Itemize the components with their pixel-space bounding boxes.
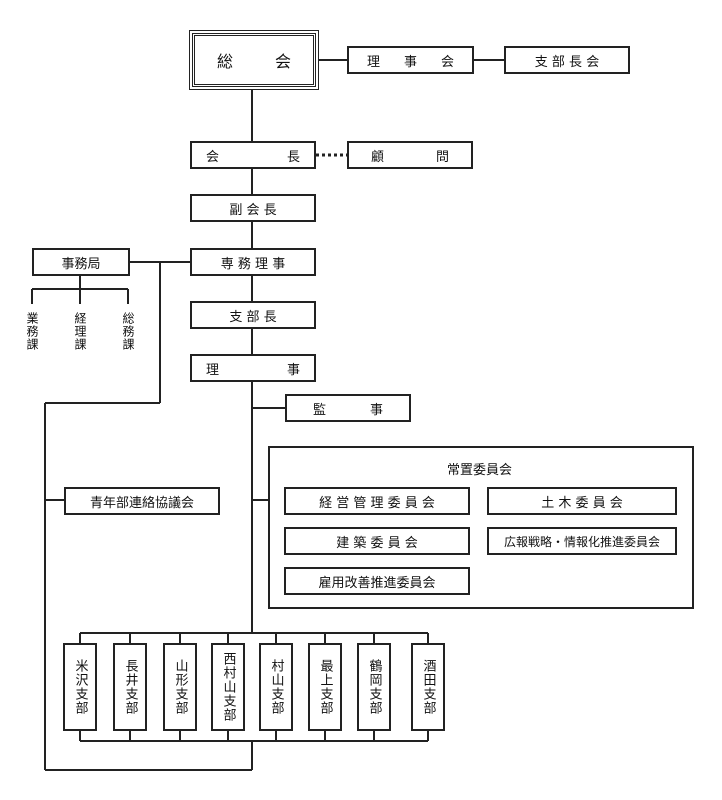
secretariat-box: 事務局	[32, 248, 130, 276]
committee-pr-strategy: 広報戦略・情報化推進委員会	[487, 527, 677, 555]
president-label-right: 長	[286, 149, 300, 165]
branch-chiefs-meeting-label: 支 部 長 会	[534, 54, 600, 70]
vice-president-box: 副 会 長	[190, 194, 316, 222]
branch-mogami: 最上支部	[308, 643, 342, 731]
board-box: 理 事 会	[347, 46, 474, 74]
youth-council-label: 青年部連絡協議会	[89, 495, 194, 511]
director-label-left: 理	[206, 362, 220, 378]
director-label-right: 事	[286, 362, 300, 378]
general-meeting-label-right: 会	[274, 52, 291, 71]
branch-chiefs-meeting-box: 支 部 長 会	[504, 46, 630, 74]
branch-murayama: 村山支部	[259, 643, 293, 731]
branch-nagai: 長井支部	[113, 643, 147, 731]
branch-chief-label: 支 部 長	[229, 309, 277, 325]
standing-committees-title: 常置委員会	[447, 463, 513, 478]
committee-civil-engineering-label: 土 木 委 員 会	[541, 495, 623, 511]
committee-employment: 雇用改善推進委員会	[284, 567, 470, 595]
branch-yamagata: 山形支部	[163, 643, 197, 731]
committee-architecture-label: 建 築 委 員 会	[336, 535, 418, 551]
advisor-box: 顧 問	[347, 141, 473, 169]
vice-president-label: 副 会 長	[229, 202, 277, 218]
advisor-label-left: 顧	[371, 149, 385, 165]
branch-yonezawa: 米沢支部	[63, 643, 97, 731]
committee-management: 経 営 管 理 委 員 会	[284, 487, 470, 515]
branch-sakata: 酒田支部	[411, 643, 445, 731]
president-box: 会 長	[190, 141, 316, 169]
auditor-label-right: 事	[369, 402, 383, 418]
president-label-left: 会	[206, 149, 220, 165]
auditor-box: 監 事	[285, 394, 411, 422]
committee-pr-strategy-label: 広報戦略・情報化推進委員会	[503, 534, 660, 549]
youth-council-box: 青年部連絡協議会	[64, 487, 220, 515]
standing-committees-frame	[268, 446, 694, 609]
section-operations: 業務課	[25, 312, 39, 351]
director-box: 理 事	[190, 354, 316, 382]
board-label-1: 理	[367, 54, 381, 70]
branch-nishimurayama: 西村山支部	[211, 643, 245, 731]
branch-chief-box: 支 部 長	[190, 301, 316, 329]
section-general-affairs: 総務課	[121, 312, 135, 351]
section-accounting: 経理課	[73, 312, 87, 351]
board-label-3: 会	[440, 54, 454, 70]
secretariat-label: 事務局	[61, 256, 101, 272]
committee-management-label: 経 営 管 理 委 員 会	[319, 495, 435, 511]
executive-director-box: 専 務 理 事	[190, 248, 316, 276]
auditor-label-left: 監	[313, 402, 327, 418]
committee-employment-label: 雇用改善推進委員会	[318, 575, 436, 591]
general-meeting-label-left: 総	[217, 52, 234, 71]
advisor-label-right: 問	[435, 149, 449, 165]
general-meeting-box: 総 会	[192, 33, 316, 87]
committee-civil-engineering: 土 木 委 員 会	[487, 487, 677, 515]
board-label-2: 事	[403, 54, 417, 70]
committee-architecture: 建 築 委 員 会	[284, 527, 470, 555]
branch-tsuruoka: 鶴岡支部	[357, 643, 391, 731]
executive-director-label: 専 務 理 事	[220, 256, 286, 272]
